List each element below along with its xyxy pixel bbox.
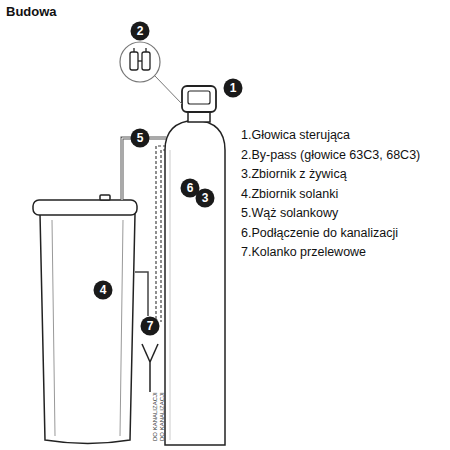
brine-hose (122, 138, 166, 200)
legend-line: 1.Głowica sterująca (241, 128, 350, 143)
drain-note: DO KANALIZACJI (159, 392, 165, 441)
resin-tank (165, 120, 225, 445)
callout-text: 7 (147, 320, 154, 332)
callout-text: 5 (137, 132, 144, 144)
callout-circle-shape (224, 79, 243, 98)
bypass-leader (155, 76, 182, 104)
diagram-title: Budowa (6, 4, 57, 19)
legend-line: 3.Zbiornik z żywicą (241, 167, 347, 182)
callout-circle-shape (131, 22, 150, 41)
callout-text: 3 (202, 192, 209, 204)
drain-note: DO KANALIZACJI (152, 392, 158, 441)
legend-line: 7.Kolanko przelewowe (241, 245, 366, 260)
bypass-detail (120, 42, 160, 82)
drain-y-symbol (142, 344, 158, 392)
overflow-pipe (135, 272, 148, 316)
brine-tank (33, 195, 137, 444)
callout-number: 2 (130, 21, 150, 41)
legend-line: 2.By-pass (głowice 63C3, 68C3) (241, 148, 420, 163)
callout-text: 4 (100, 284, 107, 296)
callout-circle-shape (131, 129, 150, 148)
brine-hose-inner (122, 138, 166, 200)
callout-text: 2 (137, 25, 144, 37)
callout-circle-shape (94, 281, 113, 300)
callout-text: 6 (187, 182, 194, 194)
callout-circle-shape (141, 317, 160, 336)
legend-line: 4.Zbiornik solanki (241, 187, 338, 202)
callout-circle-shape (181, 179, 200, 198)
tank-shade (170, 150, 171, 440)
callout-number: 6 (180, 178, 200, 198)
callout-number: 7 (140, 316, 160, 336)
legend-line: 5.Wąż solankowy (241, 206, 338, 221)
callout-number: 1 (223, 78, 243, 98)
callout-number: 5 (130, 128, 150, 148)
callout-text: 1 (230, 82, 237, 94)
control-head (182, 86, 216, 122)
legend-line: 6.Podłączenie do kanalizacji (241, 226, 398, 241)
callout-number: 4 (93, 280, 113, 300)
